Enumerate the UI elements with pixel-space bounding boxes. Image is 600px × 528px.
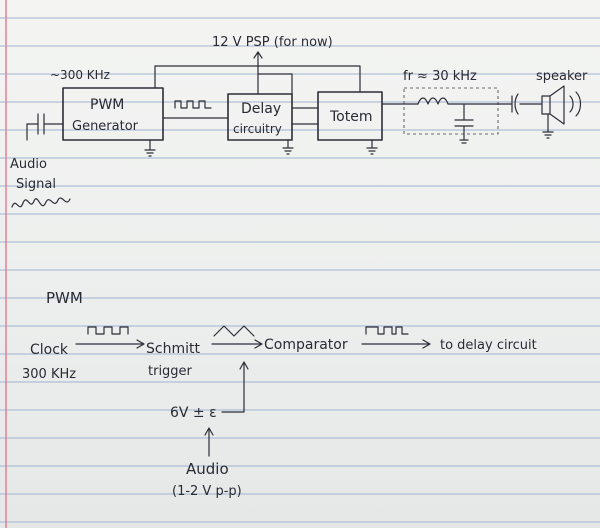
ground-icon bbox=[366, 139, 378, 155]
sound-waves-icon bbox=[569, 91, 582, 117]
filter-capacitor-icon bbox=[454, 103, 474, 144]
audio-label-2: Signal bbox=[16, 177, 56, 192]
supply-drop-delay bbox=[257, 73, 293, 95]
ground-icon bbox=[542, 113, 554, 139]
bias-label: 6V ± ε bbox=[170, 405, 217, 421]
top-block-diagram: 12 V PSP (for now) ~300 KHz PWM Generato… bbox=[10, 35, 588, 208]
pwm-box-label-2: Generator bbox=[72, 119, 139, 134]
delay-to-totem-wires bbox=[291, 107, 319, 125]
schmitt-arrow bbox=[211, 339, 263, 349]
audio-in-label-2: (1-2 V p-p) bbox=[172, 484, 242, 499]
ground-icon bbox=[282, 139, 294, 155]
supply-arrow-icon bbox=[253, 51, 263, 59]
ruled-lines bbox=[0, 17, 600, 523]
audio-label-1: Audio bbox=[10, 157, 47, 172]
pwm-box-label-1: PWM bbox=[90, 97, 124, 113]
totem-label: Totem bbox=[329, 109, 372, 125]
clock-label: Clock bbox=[30, 342, 69, 358]
clock-freq-label: 300 KHz bbox=[22, 367, 76, 382]
pwm-generator-box bbox=[62, 87, 164, 141]
filter-label: fr ≈ 30 kHz bbox=[403, 69, 477, 84]
audio-to-bias-arrow bbox=[204, 427, 214, 457]
delay-circuitry-box bbox=[227, 93, 293, 141]
input-capacitor-icon bbox=[26, 113, 64, 135]
filter-outline bbox=[403, 87, 499, 135]
totem-box bbox=[317, 91, 383, 141]
freq-label: ~300 KHz bbox=[50, 68, 110, 82]
schmitt-label-1: Schmitt bbox=[146, 341, 200, 357]
pwm-heading: PWM bbox=[46, 289, 83, 307]
pwm-square-wave-icon bbox=[365, 326, 409, 335]
inductor-icon bbox=[417, 97, 449, 105]
to-delay-label: to delay circuit bbox=[440, 338, 537, 353]
clock-square-wave-icon bbox=[87, 326, 129, 335]
audio-waveform-icon bbox=[11, 197, 71, 208]
bias-to-comparator-arrow bbox=[221, 361, 249, 413]
schmitt-label-2: trigger bbox=[148, 364, 193, 379]
delay-box-label-2: circuitry bbox=[233, 122, 282, 136]
ground-icon bbox=[144, 139, 156, 157]
delay-box-label-1: Delay bbox=[241, 101, 281, 117]
speaker-icon bbox=[519, 85, 565, 125]
supply-label: 12 V PSP (for now) bbox=[212, 35, 333, 50]
comparator-arrow bbox=[361, 339, 431, 349]
square-wave-icon bbox=[174, 100, 212, 109]
audio-in-label-1: Audio bbox=[186, 460, 229, 478]
speaker-label: speaker bbox=[536, 69, 588, 84]
comparator-label: Comparator bbox=[264, 337, 348, 353]
clock-arrow bbox=[75, 339, 145, 349]
pwm-diagram: PWM Clock 300 KHz Schmitt trigger Compar… bbox=[22, 289, 537, 499]
triangle-wave-icon bbox=[213, 325, 255, 337]
supply-rail bbox=[154, 65, 361, 93]
speaker-capacitor-icon bbox=[511, 93, 519, 115]
